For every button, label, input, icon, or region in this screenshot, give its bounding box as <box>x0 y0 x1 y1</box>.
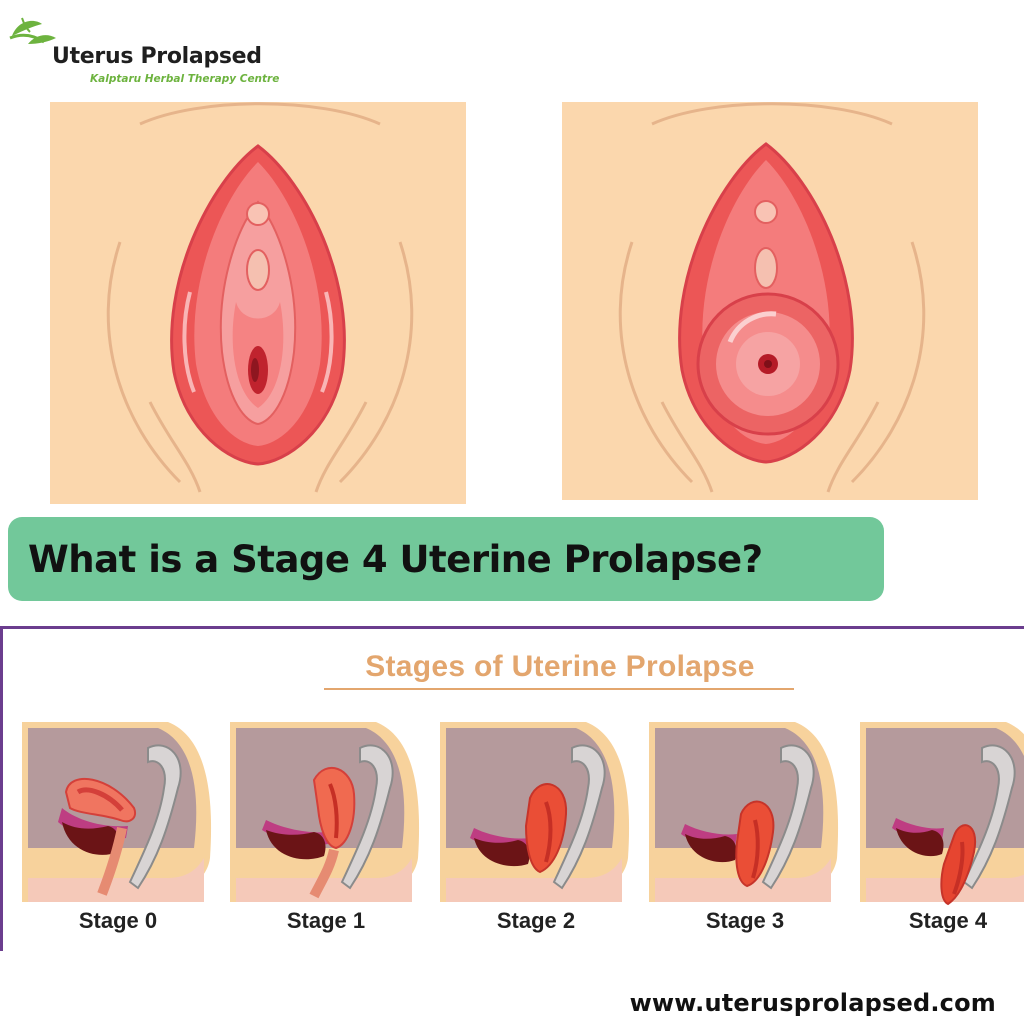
vulva-prolapse-illustration <box>562 102 978 500</box>
stage-label: Stage 0 <box>78 908 158 933</box>
vulva-prolapse-icon <box>562 102 978 500</box>
stages-panel: Stages of Uterine Prolapse Stage 0 <box>0 626 1024 951</box>
uterus-stage-4-icon <box>860 722 1024 906</box>
brand-subtitle: Kalptaru Herbal Therapy Centre <box>90 73 280 85</box>
panel-left-border <box>0 626 3 951</box>
brand-title: Uterus Prolapsed <box>52 44 262 69</box>
brand-logo: Uterus Prolapsed Kalptaru Herbal Therapy… <box>8 14 308 85</box>
uterus-stage-0-icon <box>22 722 212 902</box>
panel-top-border <box>0 626 1024 629</box>
vulva-normal-icon <box>50 102 466 504</box>
leaf-icon <box>9 17 56 44</box>
stage-label: Stage 1 <box>286 908 366 933</box>
stage-2-diagram: Stage 2 <box>436 718 636 948</box>
stage-1-diagram: Stage 1 <box>226 718 426 948</box>
uterus-stage-3-icon <box>649 722 839 902</box>
question-banner: What is a Stage 4 Uterine Prolapse? <box>8 517 884 601</box>
website-url[interactable]: www.uterusprolapsed.com <box>629 989 996 1017</box>
stages-title-underline <box>324 688 794 690</box>
uterus-stage-2-icon <box>440 722 630 902</box>
vulva-normal-illustration <box>50 102 466 504</box>
stages-panel-title: Stages of Uterine Prolapse <box>365 650 755 683</box>
uterus-stage-1-icon <box>230 722 420 902</box>
stage-label: Stage 3 <box>705 908 785 933</box>
stage-label: Stage 4 <box>908 908 988 933</box>
stage-3-diagram: Stage 3 <box>645 718 845 948</box>
stage-4-diagram: Stage 4 <box>856 718 1024 948</box>
stage-label: Stage 2 <box>496 908 576 933</box>
stage-0-diagram: Stage 0 <box>18 718 218 948</box>
question-text: What is a Stage 4 Uterine Prolapse? <box>28 537 763 581</box>
